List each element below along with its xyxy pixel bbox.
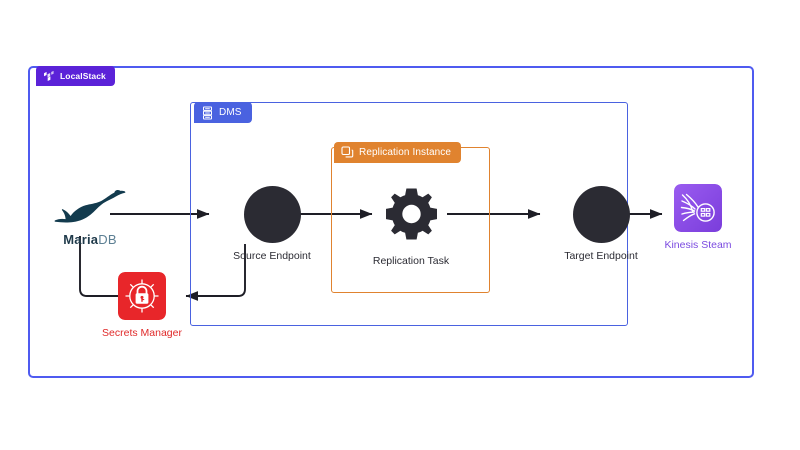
secrets-manager-label: Secrets Manager: [102, 327, 182, 339]
connector-source-endpoint-to-secrets-manager: [185, 244, 246, 301]
mariadb-wordmark: MariaDB: [63, 232, 116, 247]
filled-circle-icon: [572, 186, 630, 243]
filled-circle-icon: [243, 186, 301, 243]
database-stack-icon: [201, 106, 214, 120]
replication-task-label: Replication Task: [372, 255, 450, 267]
mariadb-sea-lion-icon: [53, 187, 127, 230]
mariadb-label-secondary: DB: [98, 232, 117, 247]
gear-icon: [383, 186, 440, 248]
localstack-badge: LocalStack: [36, 66, 115, 86]
localstack-boundary: [28, 66, 754, 378]
node-secrets-manager[interactable]: Secrets Manager: [94, 272, 190, 339]
secrets-manager-lock-icon: [118, 272, 166, 320]
replication-instance-badge: Replication Instance: [334, 142, 462, 163]
node-mariadb[interactable]: MariaDB: [42, 187, 138, 247]
localstack-badge-label: LocalStack: [60, 71, 106, 81]
dms-badge-label: DMS: [219, 107, 242, 118]
replication-instance-badge-label: Replication Instance: [359, 147, 452, 158]
localstack-logo-icon: [43, 70, 55, 82]
dms-badge: DMS: [194, 102, 252, 123]
node-target-endpoint[interactable]: Target Endpoint: [546, 186, 656, 262]
kinesis-stream-icon: [674, 184, 722, 232]
duplicate-copy-icon: [341, 146, 354, 159]
target-endpoint-label: Target Endpoint: [564, 250, 638, 262]
kinesis-stream-label: Kinesis Steam: [664, 239, 732, 251]
source-endpoint-label: Source Endpoint: [233, 250, 311, 262]
node-kinesis-stream[interactable]: Kinesis Steam: [648, 184, 748, 251]
node-replication-task[interactable]: Replication Task: [356, 186, 466, 267]
connector-mariadb-to-secrets-manager: [79, 236, 137, 301]
node-source-endpoint[interactable]: Source Endpoint: [217, 186, 327, 262]
mariadb-label-primary: Maria: [63, 232, 99, 247]
